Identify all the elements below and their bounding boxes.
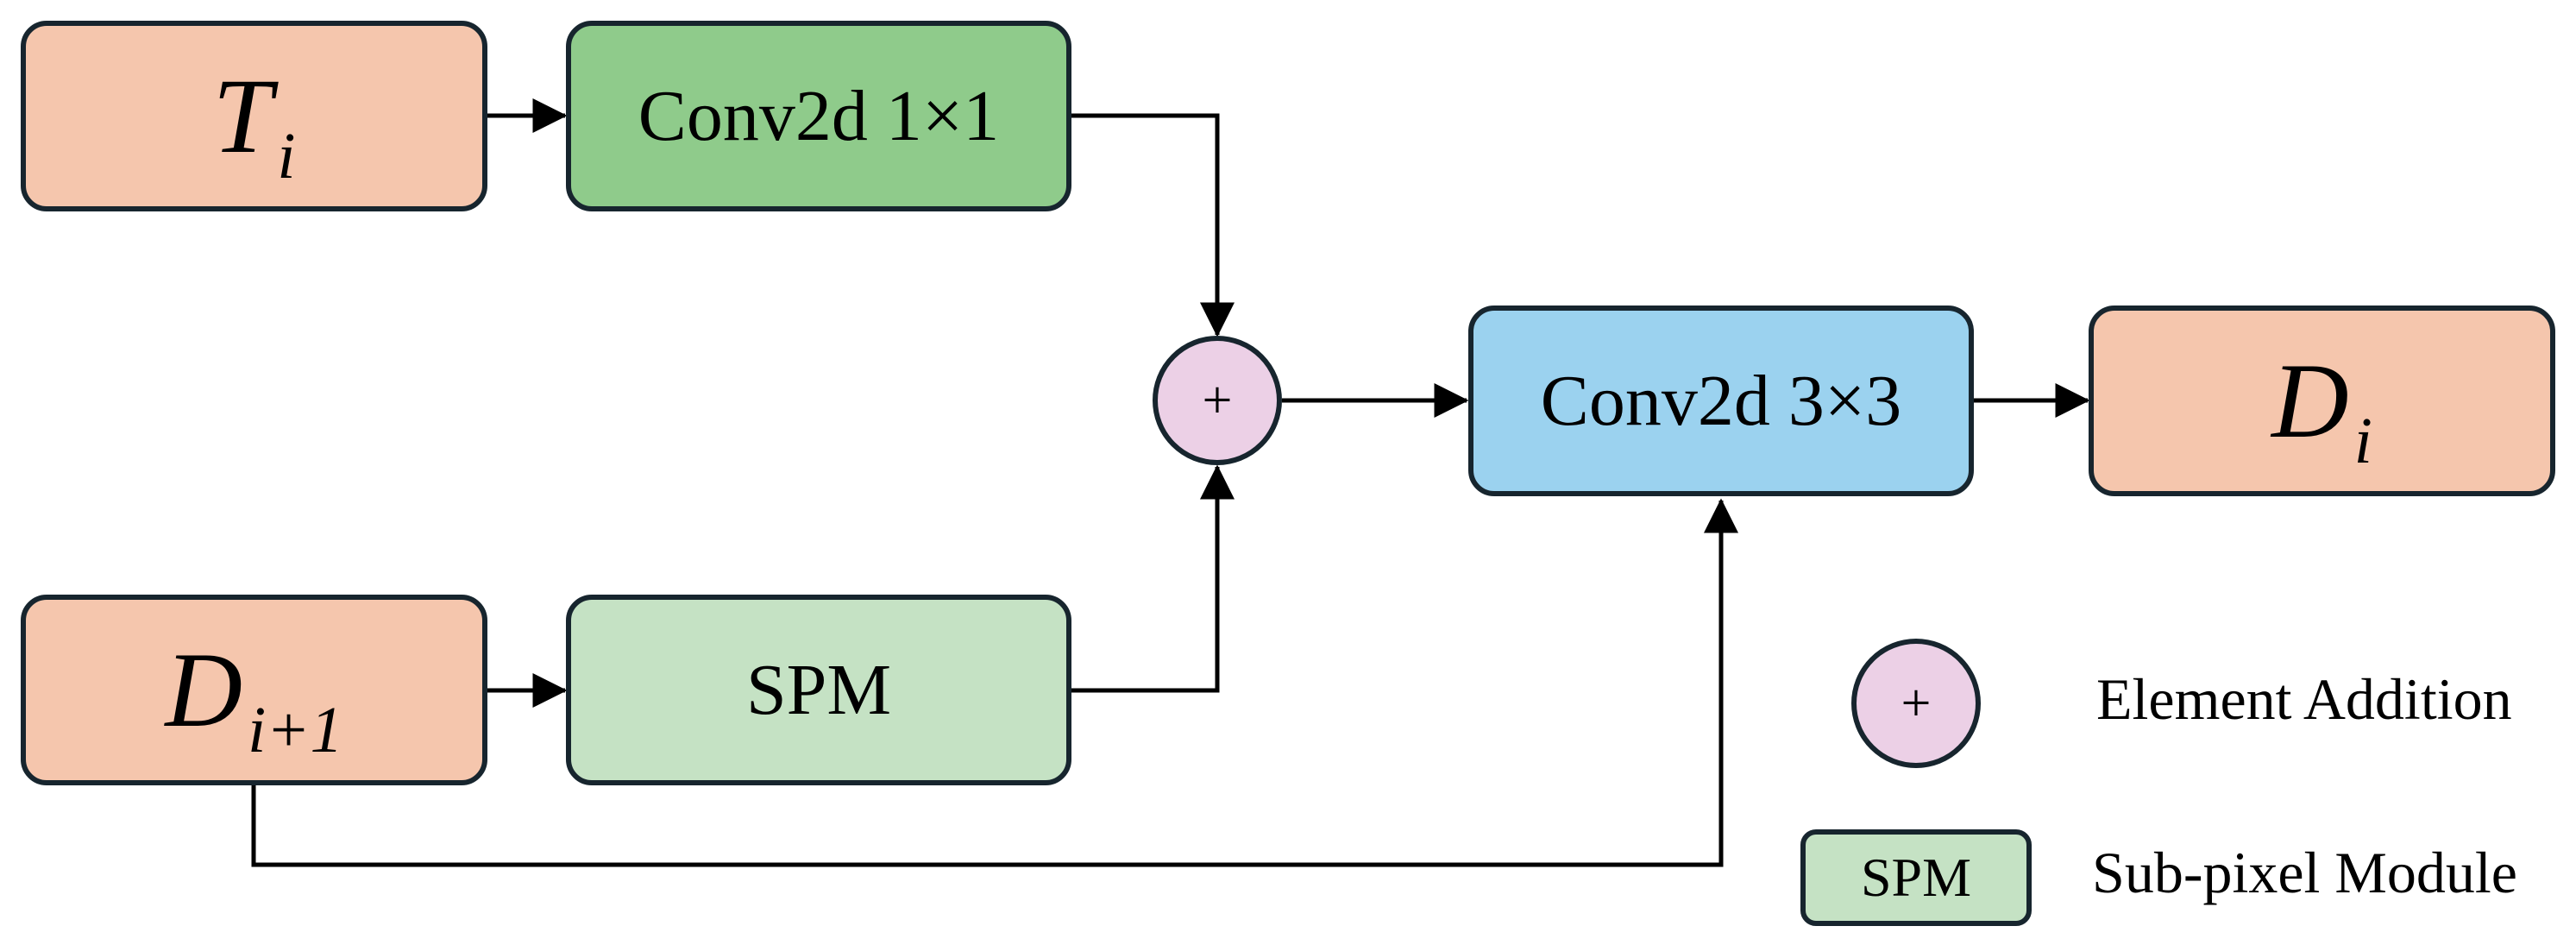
d-out-box: Di — [2089, 306, 2555, 496]
conv3x3-label: Conv2d 3×3 — [1540, 361, 1902, 441]
legend-spm-symbol: SPM — [1860, 847, 1972, 908]
legend-add-icon: + — [1851, 639, 1981, 768]
add-node: + — [1153, 336, 1282, 465]
plus-icon: + — [1202, 371, 1233, 430]
d-prev-label: Di+1 — [165, 630, 343, 766]
t-input-label: Ti — [212, 56, 296, 192]
legend-spm-text: Sub-pixel Module — [2092, 840, 2517, 905]
arrow-spm-to-add — [1070, 464, 1235, 693]
t-input-box: Ti — [21, 21, 487, 211]
arrow-dprev-skip-to-conv3x3 — [251, 498, 1738, 867]
conv3x3-box: Conv2d 3×3 — [1468, 306, 1974, 496]
legend-add-text: Element Addition — [2096, 666, 2512, 732]
legend-spm-icon: SPM — [1800, 829, 2032, 926]
spm-box: SPM — [566, 595, 1071, 785]
arrow-conv1x1-to-add — [1070, 113, 1235, 337]
d-prev-box: Di+1 — [21, 595, 487, 785]
spm-label: SPM — [745, 650, 892, 730]
d-out-label: Di — [2271, 341, 2372, 477]
conv1x1-box: Conv2d 1×1 — [566, 21, 1071, 211]
conv1x1-label: Conv2d 1×1 — [638, 76, 1000, 156]
legend-plus-symbol: + — [1901, 674, 1932, 733]
